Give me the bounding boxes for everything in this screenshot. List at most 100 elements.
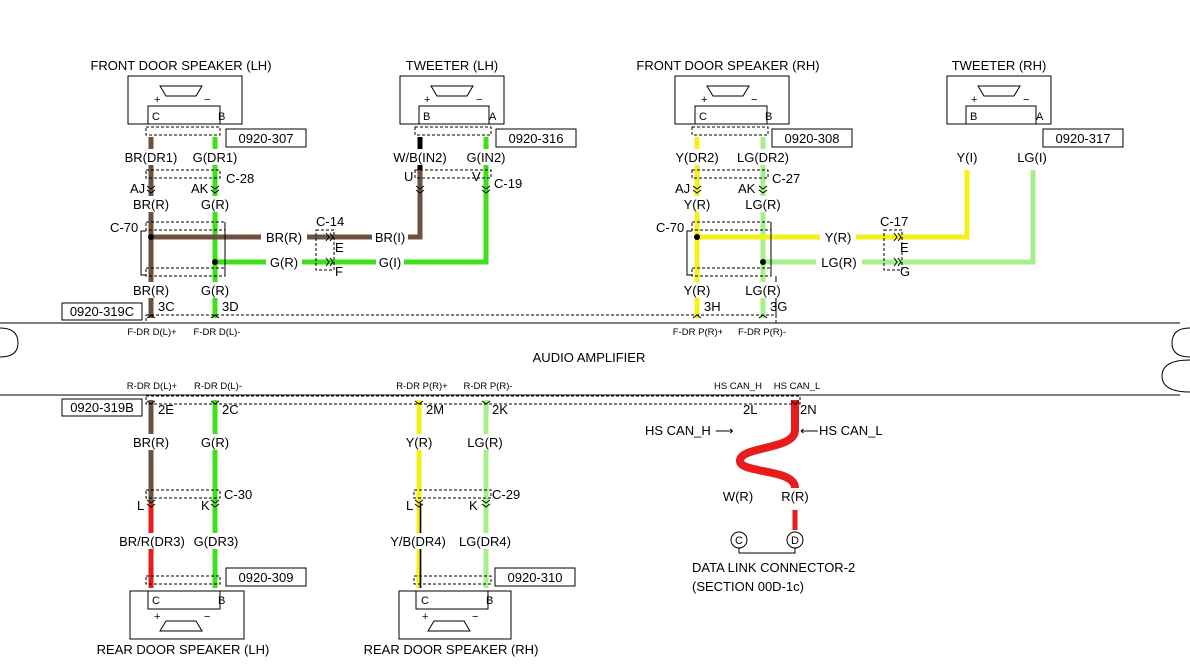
pin-k: K — [201, 498, 210, 513]
svg-text:G(IN2): G(IN2) — [467, 150, 506, 165]
svg-text:B: B — [970, 111, 977, 123]
wire-can-twisted — [736, 400, 799, 490]
component-title: REAR DOOR SPEAKER (LH) — [97, 642, 270, 657]
pin-e: E — [900, 240, 909, 255]
svg-text:−: − — [476, 94, 482, 106]
svg-text:D: D — [791, 535, 799, 547]
dlc-section: (SECTION 00D-1c) — [692, 579, 804, 594]
svg-text:LG(I): LG(I) — [1017, 150, 1047, 165]
svg-text:B: B — [765, 111, 772, 123]
pin-ak: AK — [738, 181, 756, 196]
pin-label: 3C — [158, 299, 175, 314]
terminal-label: F-DR P(R)+ — [673, 327, 724, 338]
dlc-pin-c — [730, 531, 748, 549]
svg-text:B: B — [423, 111, 430, 123]
dlc-pin-d — [786, 531, 804, 549]
svg-text:LG(R): LG(R) — [821, 255, 856, 270]
can-labels: HS CAN_H ⟶ ⟵ HS CAN_L — [645, 423, 883, 438]
amplifier-title: AUDIO AMPLIFIER — [533, 350, 646, 365]
svg-text:Y(R): Y(R) — [406, 435, 433, 450]
speaker-icon — [159, 620, 203, 632]
svg-text:LG(DR4): LG(DR4) — [459, 534, 511, 549]
pin-k: K — [469, 498, 478, 513]
tweeter-rh: TWEETER (RH) + − B A 0920-317 — [946, 58, 1124, 148]
front-door-speaker-lh: FRONT DOOR SPEAKER (LH) + − C B 0920-307 — [90, 58, 307, 148]
connector-code: 0920-316 — [509, 131, 564, 146]
connector-chevrons — [146, 185, 902, 508]
pin-label: 2L — [743, 402, 757, 417]
component-title: FRONT DOOR SPEAKER (LH) — [90, 58, 271, 73]
connector-c19: C-19 — [494, 176, 522, 191]
svg-text:BR(R): BR(R) — [133, 197, 169, 212]
pin-label: 2M — [426, 402, 444, 417]
svg-text:G(I): G(I) — [379, 255, 401, 270]
terminal-label: F-DR D(L)+ — [127, 327, 177, 338]
terminal-label: R-DR P(R)+ — [396, 381, 448, 392]
speaker-icon — [427, 620, 471, 632]
data-link-connector: C D DATA LINK CONNECTOR-2 (SECTION 00D-1… — [692, 531, 855, 594]
svg-text:B: B — [218, 111, 225, 123]
connector-c70-right: C-70 — [656, 220, 684, 235]
pin-f: F — [335, 264, 343, 279]
connector-c17: C-17 — [880, 214, 908, 229]
svg-text:LG(R): LG(R) — [745, 197, 780, 212]
svg-text:G(R): G(R) — [201, 283, 229, 298]
svg-text:−: − — [751, 94, 757, 106]
rear-door-speaker-rh: 0920-310 C B + − REAR DOOR SPEAKER (RH) — [364, 567, 576, 657]
wire-labels: BR(DR1) G(DR1) BR(R) G(R) BR(R) G(R) BR(… — [112, 149, 1050, 549]
svg-text:B: B — [486, 595, 493, 607]
pin-g: G — [900, 264, 910, 279]
pin-label: 2E — [158, 402, 174, 417]
svg-text:C: C — [735, 535, 743, 547]
connector-code: 0920-307 — [239, 131, 294, 146]
shield-lines — [140, 126, 903, 585]
component-title: REAR DOOR SPEAKER (RH) — [364, 642, 539, 657]
svg-text:BR(R): BR(R) — [133, 435, 169, 450]
arrow-right-icon: ⟶ — [715, 423, 734, 438]
pin-u: U — [404, 169, 413, 184]
connector-code: 0920-309 — [239, 570, 294, 585]
pin-l: L — [137, 498, 144, 513]
pin-l: L — [406, 498, 413, 513]
svg-text:G(DR3): G(DR3) — [194, 534, 239, 549]
amp-top-code: 0920-319C — [70, 304, 134, 319]
pin-v: V — [472, 169, 481, 184]
svg-text:Y/B(DR4): Y/B(DR4) — [390, 534, 446, 549]
terminal-label: F-DR P(R)- — [738, 327, 786, 338]
speaker-icon — [159, 85, 203, 97]
terminal-label: HS CAN_L — [774, 381, 820, 392]
connector-code: 0920-317 — [1056, 131, 1111, 146]
svg-text:+: + — [154, 611, 160, 623]
terminal-label: F-DR D(L)- — [194, 327, 241, 338]
pin-label: 3G — [770, 299, 787, 314]
front-door-speaker-rh: FRONT DOOR SPEAKER (RH) + − C B 0920-308 — [636, 58, 853, 148]
svg-text:R(R): R(R) — [781, 489, 808, 504]
connector-c30: C-30 — [224, 487, 252, 502]
pin-ak: AK — [191, 181, 209, 196]
svg-text:B: B — [218, 595, 225, 607]
connector-c27: C-27 — [772, 171, 800, 186]
wire-y-to-tweeter-rh — [697, 170, 970, 240]
tweeter-icon — [977, 85, 1021, 97]
svg-text:+: + — [424, 94, 430, 106]
connector-code: 0920-310 — [508, 570, 563, 585]
component-title: FRONT DOOR SPEAKER (RH) — [636, 58, 819, 73]
svg-text:+: + — [154, 94, 160, 106]
connector-labels: C-28 C-70 C-14 C-19 C-27 C-70 C-17 C-30 … — [110, 169, 910, 513]
svg-text:G(R): G(R) — [201, 197, 229, 212]
rear-door-speaker-lh: 0920-309 C B + − REAR DOOR SPEAKER (LH) — [97, 567, 307, 657]
terminal-label: R-DR P(R)- — [463, 381, 512, 392]
svg-text:BR(I): BR(I) — [375, 230, 405, 245]
svg-text:−: − — [204, 94, 210, 106]
svg-text:A: A — [489, 111, 497, 123]
can-l-label: HS CAN_L — [819, 423, 883, 438]
connector-c14: C-14 — [316, 214, 344, 229]
svg-text:+: + — [422, 611, 428, 623]
svg-text:G(R): G(R) — [270, 255, 298, 270]
svg-text:Y(I): Y(I) — [957, 150, 978, 165]
pin-label: 2N — [800, 402, 817, 417]
pin-aj: AJ — [130, 181, 145, 196]
pin-e: E — [335, 240, 344, 255]
terminal-label: R-DR D(L)+ — [127, 381, 178, 392]
